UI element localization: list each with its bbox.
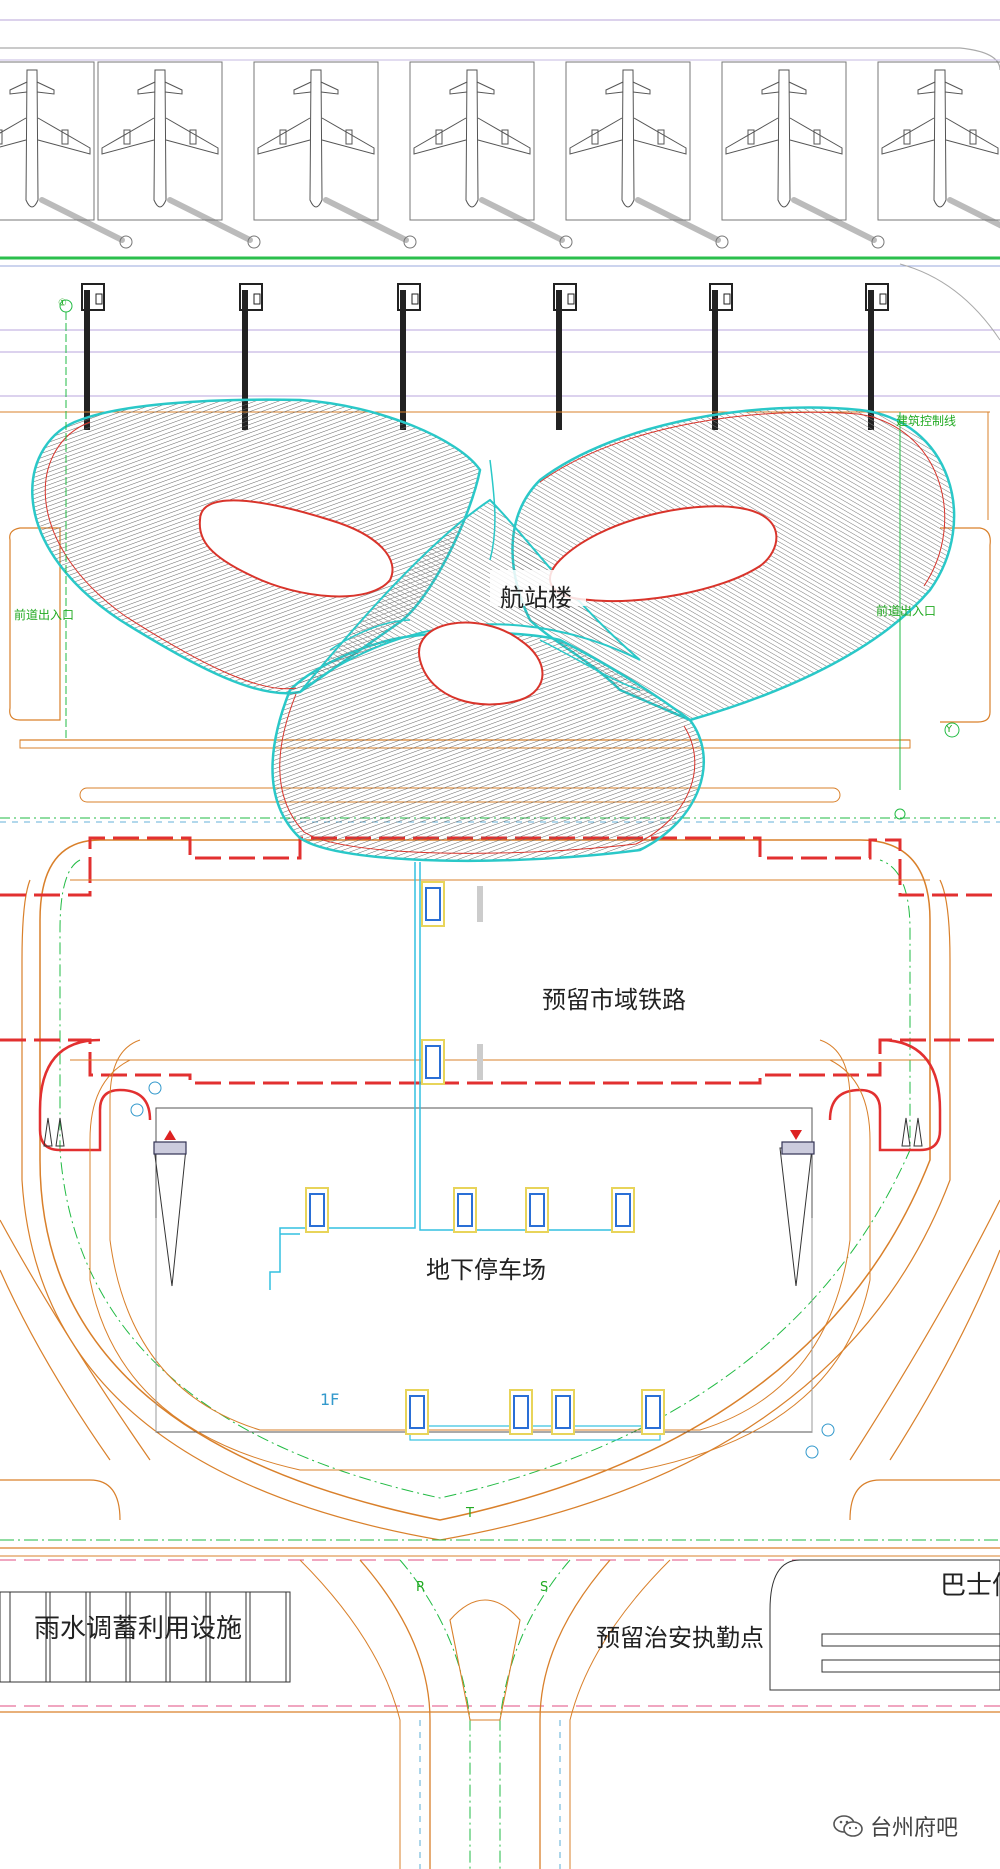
road-T-label: T	[466, 1506, 474, 1521]
elevator-core	[551, 1389, 575, 1435]
floor-1f-label: 1F	[320, 1390, 340, 1409]
boarding-bridges	[81, 283, 889, 430]
terminal-roof	[31, 398, 956, 863]
watermark-text: 台州府吧	[870, 1816, 959, 1841]
aircraft-icon	[465, 69, 479, 208]
aircraft-icon	[25, 69, 39, 208]
entry-right-label: 前道出入口	[876, 604, 937, 618]
boarding-bridge	[865, 283, 889, 430]
elevator-core	[421, 1039, 445, 1085]
reserved-rail-label: 预留市域铁路	[542, 986, 686, 1014]
aircraft-icon	[153, 69, 167, 208]
rainwater-tank	[129, 1591, 167, 1683]
boarding-bridge	[553, 283, 577, 430]
aircraft-stands	[0, 61, 1000, 249]
vertical-circulation-cores	[305, 881, 665, 1435]
apron	[0, 19, 1000, 397]
aircraft-icon	[933, 69, 947, 208]
elevator-core	[453, 1187, 477, 1233]
aircraft-icon	[621, 69, 635, 208]
rainwater-tank	[9, 1591, 47, 1683]
elevator-core	[525, 1187, 549, 1233]
aircraft-stand	[565, 61, 729, 249]
elevator-core	[305, 1187, 329, 1233]
road-S-label: S	[540, 1580, 549, 1595]
elevator-core	[641, 1389, 665, 1435]
bus-station-label: 巴士信	[940, 1571, 1000, 1601]
elevator-core	[611, 1187, 635, 1233]
police-post-label: 预留治安执勤点	[596, 1624, 764, 1652]
terminal-label: 航站楼	[500, 584, 572, 612]
underground-parking-label: 地下停车场	[426, 1256, 546, 1284]
aircraft-stand	[97, 61, 261, 249]
elevator-core	[405, 1389, 429, 1435]
top-right-note-label: 建筑控制线	[896, 414, 957, 428]
boarding-bridge	[709, 283, 733, 430]
wechat-icon	[833, 1815, 863, 1837]
aircraft-icon	[777, 69, 791, 208]
rainwater-tank	[249, 1591, 287, 1683]
axis-y-label: Y	[946, 724, 953, 735]
rainwater-tanks	[9, 1591, 287, 1683]
aircraft-stand	[409, 61, 573, 249]
watermark: 台州府吧	[832, 1810, 958, 1842]
elevator-core	[421, 881, 445, 927]
grid-markers	[59, 299, 960, 820]
boarding-bridge	[81, 283, 105, 430]
elevator-core	[509, 1389, 533, 1435]
road-R-label: R	[416, 1580, 426, 1595]
entry-left-label: 前道出入口	[14, 608, 75, 622]
aircraft-stand	[721, 61, 885, 249]
aircraft-stand	[0, 61, 133, 249]
boarding-bridge	[239, 283, 263, 430]
aircraft-stand	[877, 61, 1000, 229]
axis-top-label: ①	[58, 298, 67, 309]
rainwater-tank	[49, 1591, 87, 1683]
rainwater-facility-label: 雨水调蓄利用设施	[34, 1614, 243, 1644]
rainwater-tank	[209, 1591, 247, 1683]
boarding-bridge	[397, 283, 421, 430]
rainwater-tank	[169, 1591, 207, 1683]
parking-outline	[43, 862, 923, 1471]
rainwater-tank	[89, 1591, 127, 1683]
aircraft-icon	[309, 69, 323, 208]
aircraft-stand	[253, 61, 417, 249]
